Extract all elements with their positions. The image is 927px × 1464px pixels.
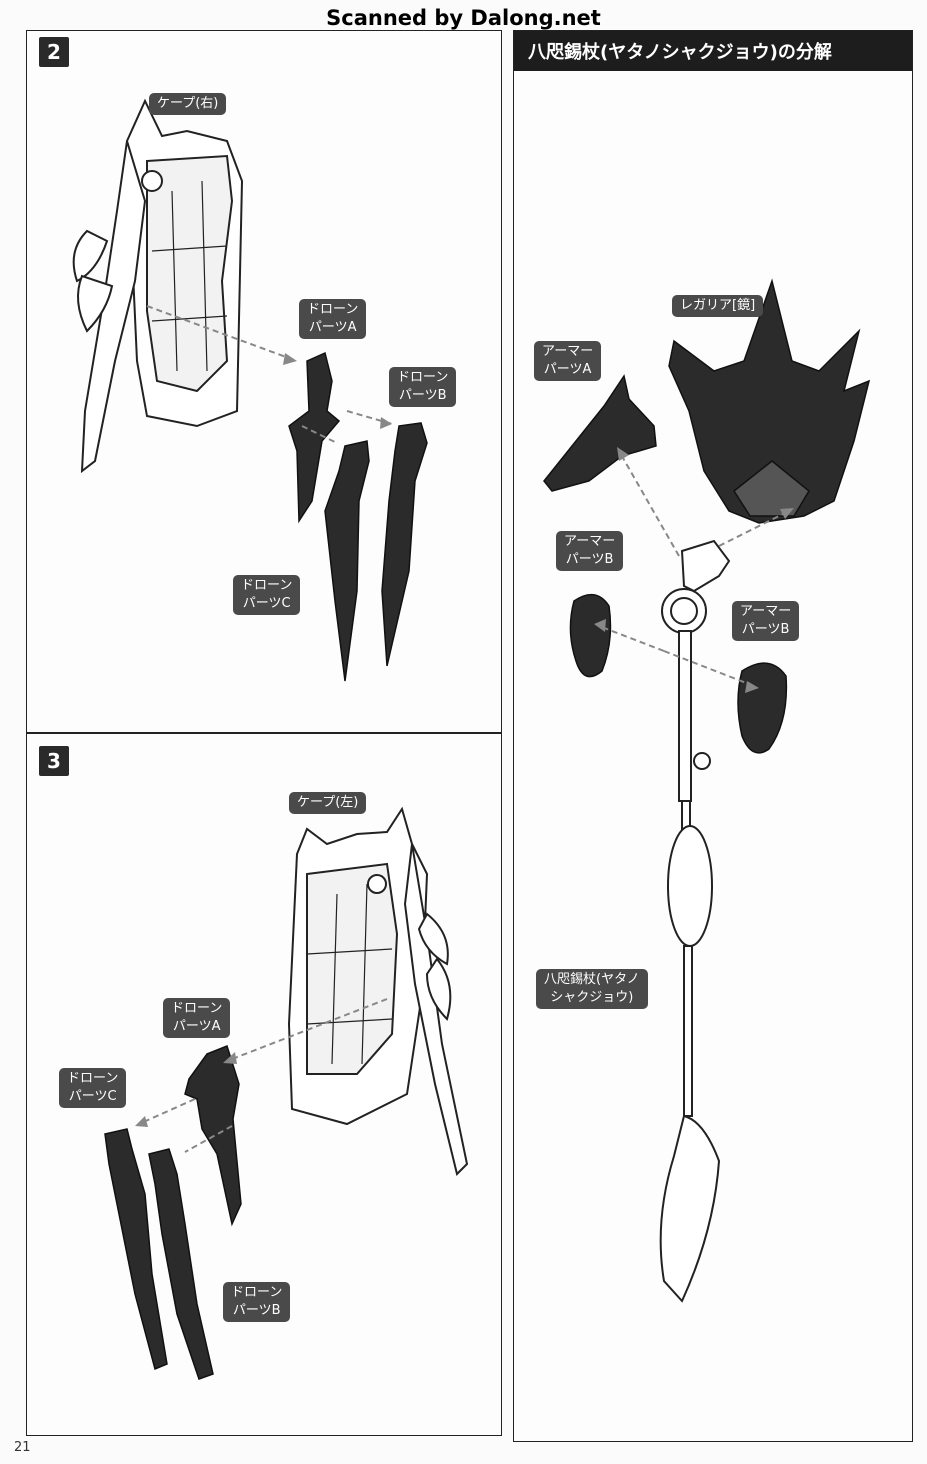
label-line-1: ドローン <box>241 578 293 593</box>
label-line-2: パーツB <box>398 388 447 403</box>
regalia-drawing <box>668 278 871 524</box>
label-line-2: パーツC <box>242 596 291 611</box>
label-line-2: パーツA <box>308 320 357 335</box>
disassembly-title: 八咫錫杖(ヤタノシャクジョウ)の分解 <box>514 31 912 71</box>
label-line-1: ドローン <box>397 370 449 385</box>
page-number: 21 <box>14 1440 31 1455</box>
label-armor-b-right: アーマー パーツB <box>732 601 800 641</box>
step-3-panel: 3 ケープ(左) ドローン <box>26 733 502 1436</box>
step-3-illustration <box>104 806 469 1380</box>
label-line-1: ドローン <box>231 1285 283 1300</box>
cape-left-drawing <box>287 806 469 1176</box>
label-line-1: 八咫錫杖(ヤタノ <box>544 972 640 987</box>
drone-part-b-shape <box>381 422 428 667</box>
disassembly-panel: 八咫錫杖(ヤタノシャクジョウ)の分解 <box>513 30 913 1442</box>
watermark: Scanned by Dalong.net <box>326 6 601 30</box>
label-cape-left: ケープ(左) <box>289 792 367 814</box>
label-line-1: アーマー <box>564 534 616 549</box>
label-line-1: ドローン <box>171 1001 223 1016</box>
armor-part-a-shape <box>543 374 657 492</box>
label-line-1: ドローン <box>307 302 359 317</box>
label-staff: 八咫錫杖(ヤタノ シャクジョウ) <box>536 969 648 1009</box>
label-drone-a-step2: ドローン パーツA <box>299 299 367 339</box>
label-line-1: アーマー <box>740 604 792 619</box>
drone-part-b-shape <box>148 1148 214 1380</box>
label-drone-a-step3: ドローン パーツA <box>163 998 231 1038</box>
drone-part-a-shape <box>288 351 341 524</box>
label-line-2: シャクジョウ) <box>550 990 634 1005</box>
drone-parts-step2 <box>288 351 428 682</box>
label-armor-a: アーマー パーツA <box>534 341 602 381</box>
label-line-2: パーツB <box>232 1303 281 1318</box>
label-line-2: パーツC <box>68 1089 117 1104</box>
label-line-2: パーツA <box>172 1019 221 1034</box>
drone-parts-step3 <box>104 1045 242 1380</box>
label-drone-c-step3: ドローン パーツC <box>59 1068 127 1108</box>
drone-part-c-shape <box>104 1128 168 1371</box>
step-3-badge: 3 <box>39 746 69 776</box>
label-drone-c-step2: ドローン パーツC <box>233 575 301 615</box>
label-line-2: パーツB <box>741 622 790 637</box>
step-2-badge: 2 <box>39 37 69 67</box>
label-line-1: ドローン <box>67 1071 119 1086</box>
drone-part-a-shape <box>184 1045 242 1227</box>
armor-part-b-left-shape <box>569 593 612 678</box>
label-line-2: パーツA <box>543 362 592 377</box>
label-line-2: パーツB <box>565 552 614 567</box>
armor-part-b-right-shape <box>737 662 788 754</box>
label-cape-right: ケープ(右) <box>149 93 227 115</box>
label-armor-b-left: アーマー パーツB <box>556 531 624 571</box>
label-drone-b-step3: ドローン パーツB <box>223 1282 291 1322</box>
drone-part-c-shape <box>324 440 370 682</box>
cape-right-drawing <box>72 98 244 474</box>
staff-drawing <box>659 539 731 1303</box>
disassembly-illustration <box>543 278 871 1303</box>
label-line-1: アーマー <box>542 344 594 359</box>
step-2-panel: 2 ケープ(右) <box>26 30 502 733</box>
label-drone-b-step2: ドローン パーツB <box>389 367 457 407</box>
step-2-illustration <box>72 98 428 682</box>
label-regalia: レガリア[鏡] <box>672 295 764 317</box>
